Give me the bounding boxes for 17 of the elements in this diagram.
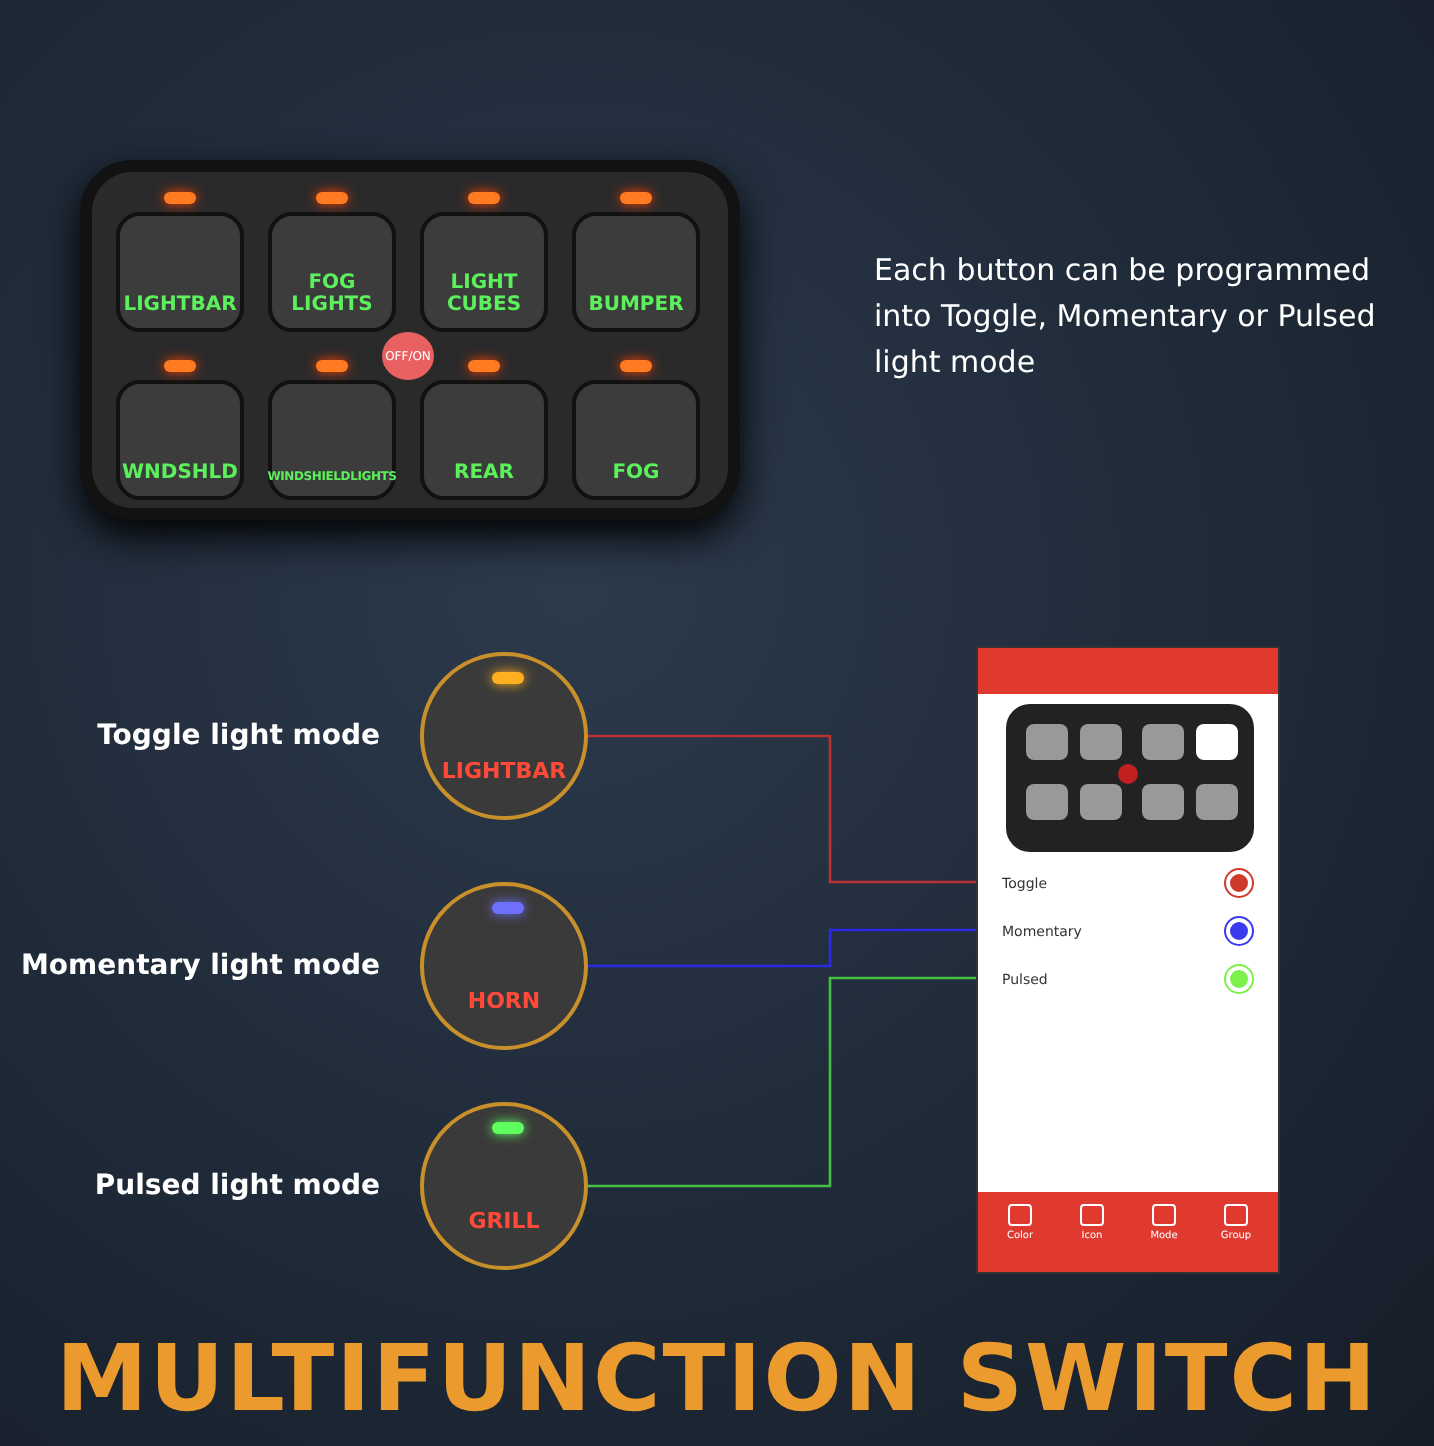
- description-text: Each button can be programmed into Toggle, Momentary or Pulsed light mode: [874, 250, 1378, 384]
- mode-caption: Pulsed light mode: [94, 1170, 380, 1202]
- switch-button: FOG LIGHTS: [268, 212, 396, 332]
- switch-panel: [80, 160, 740, 520]
- leader-line: [588, 976, 980, 1188]
- switch-button: WNDSHLD: [116, 380, 244, 500]
- switch-button: LIGHTBAR: [116, 212, 244, 332]
- switch-button: LIGHT CUBES: [420, 212, 548, 332]
- switch-button: REAR: [420, 380, 548, 500]
- mode-caption: Momentary light mode: [20, 950, 380, 982]
- switch-button: FOG: [572, 380, 700, 500]
- leader-line: [588, 928, 980, 968]
- leader-line: [588, 734, 980, 884]
- mode-caption: Toggle light mode: [97, 720, 380, 752]
- switch-button: BUMPER: [572, 212, 700, 332]
- phone-screen: [976, 646, 1280, 1274]
- heading: MULTIFUNCTION SWITCH: [53, 1324, 1381, 1432]
